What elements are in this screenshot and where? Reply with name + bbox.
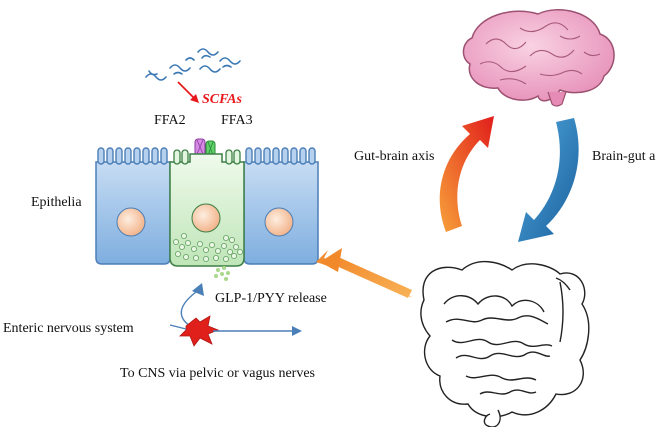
brain-icon <box>462 9 615 107</box>
intestine-icon <box>420 261 590 427</box>
epithelia-label: Epithelia <box>31 195 82 210</box>
gut-brain-arrow <box>439 116 494 232</box>
epithelial-cell-right <box>243 147 319 265</box>
scfas-label: SCFAs <box>202 92 242 107</box>
granules <box>172 232 244 263</box>
brain-gut-arrow <box>518 118 579 242</box>
epithelial-cell-left <box>95 147 171 265</box>
scfa-arrow <box>177 81 199 103</box>
gut-brain-label: Gut-brain axis <box>354 149 435 164</box>
orange-arrow <box>316 248 413 298</box>
ffa2-label: FFA2 <box>154 113 186 128</box>
bacteria-icon <box>145 48 241 81</box>
neuron-icon <box>169 283 302 347</box>
enteric-label: Enteric nervous system <box>3 321 134 336</box>
glp-release-label: GLP-1/PYY release <box>215 291 327 306</box>
released-granules <box>214 266 230 281</box>
ffa3-label: FFA3 <box>221 113 253 128</box>
to-cns-label: To CNS via pelvic or vagus nerves <box>120 366 315 381</box>
brain-gut-label: Brain-gut a <box>592 149 656 164</box>
